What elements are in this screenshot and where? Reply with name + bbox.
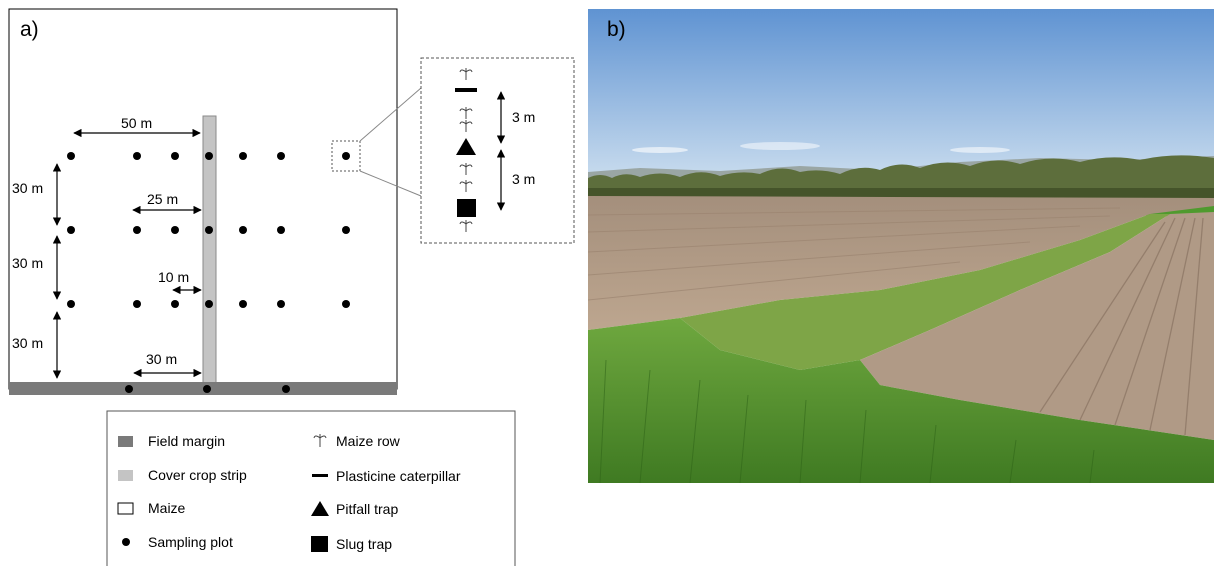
legend-swatch-sampling-plot bbox=[122, 538, 130, 546]
sampling-plot bbox=[239, 152, 247, 160]
legend-label-sampling-plot: Sampling plot bbox=[148, 534, 233, 550]
zoom-connector-top bbox=[359, 87, 422, 142]
sampling-plot bbox=[239, 300, 247, 308]
legend-label-cover-crop: Cover crop strip bbox=[148, 467, 247, 483]
legend-label-pitfall-trap: Pitfall trap bbox=[336, 501, 398, 517]
sampling-plot bbox=[171, 152, 179, 160]
legend-slug-trap-icon bbox=[311, 536, 328, 552]
legend-label-field-margin: Field margin bbox=[148, 433, 225, 449]
legend-maize-row-icon bbox=[313, 434, 327, 447]
maize-plant-icon bbox=[459, 180, 473, 192]
sampling-plot bbox=[133, 300, 141, 308]
maize-plant-icon bbox=[459, 220, 473, 232]
plasticine-caterpillar-icon bbox=[455, 88, 477, 92]
legend-plasticine-caterpillar-icon bbox=[312, 474, 328, 477]
label-25m: 25 m bbox=[147, 191, 178, 207]
maize-plant-icon bbox=[459, 107, 473, 119]
dimension-labels: 50 m 30 m 25 m 30 m 10 m 30 m 30 m bbox=[12, 115, 189, 367]
sampling-plot bbox=[205, 152, 213, 160]
legend-label-plasticine-caterpillar: Plasticine caterpillar bbox=[336, 468, 461, 484]
sampling-plot bbox=[205, 300, 213, 308]
label-30m-bottom: 30 m bbox=[12, 335, 43, 351]
plowed-soil-right bbox=[860, 212, 1214, 440]
legend-label-slug-trap: Slug trap bbox=[336, 536, 392, 552]
tree-line-shadow bbox=[588, 188, 1214, 198]
sampling-plots bbox=[67, 152, 350, 393]
sampling-plot bbox=[67, 152, 75, 160]
zoom-connector-bottom bbox=[359, 170, 422, 197]
label-30m-horizontal: 30 m bbox=[146, 351, 177, 367]
slug-trap-icon bbox=[457, 199, 476, 217]
maize-plant-icon bbox=[459, 163, 473, 175]
sampling-plot bbox=[67, 300, 75, 308]
inset-detail: 3 m 3 m bbox=[420, 57, 575, 244]
panel-b-photo: b) bbox=[588, 9, 1214, 483]
plowed-soil-left bbox=[588, 196, 1214, 330]
sampling-plot bbox=[171, 300, 179, 308]
grass-texture bbox=[599, 359, 1095, 483]
legend-swatch-field-margin bbox=[118, 436, 133, 447]
sampling-plot bbox=[342, 300, 350, 308]
legend-label-maize-row: Maize row bbox=[336, 433, 401, 449]
foreground-grass bbox=[588, 318, 1214, 483]
sampling-plot bbox=[277, 226, 285, 234]
sampling-plot bbox=[277, 152, 285, 160]
field-margin bbox=[9, 382, 397, 395]
label-30m-mid: 30 m bbox=[12, 255, 43, 271]
legend-swatch-cover-crop bbox=[118, 470, 133, 481]
furrows-right bbox=[1039, 217, 1204, 436]
maize-plant-icon bbox=[459, 120, 473, 132]
maize-row-symbols bbox=[459, 68, 473, 232]
sky bbox=[588, 9, 1214, 179]
cloud bbox=[740, 142, 820, 150]
label-3m-lower: 3 m bbox=[512, 171, 535, 187]
sampling-plot bbox=[133, 226, 141, 234]
sampling-plot bbox=[277, 300, 285, 308]
sampling-plot bbox=[67, 226, 75, 234]
panel-a-label: a) bbox=[20, 18, 39, 41]
sampling-plot bbox=[203, 385, 211, 393]
dimension-arrows bbox=[52, 128, 202, 379]
sampling-plot bbox=[133, 152, 141, 160]
maize-plant-icon bbox=[459, 68, 473, 80]
legend: Field margin Cover crop strip Maize Samp… bbox=[106, 410, 516, 566]
sampling-plot bbox=[205, 226, 213, 234]
inset-box bbox=[420, 57, 575, 244]
cloud bbox=[950, 147, 1010, 153]
pitfall-trap-icon bbox=[456, 138, 476, 155]
legend-pitfall-trap-icon bbox=[311, 501, 329, 516]
cloud bbox=[632, 147, 688, 153]
sampling-plot bbox=[342, 226, 350, 234]
label-10m: 10 m bbox=[158, 269, 189, 285]
sampling-plot bbox=[282, 385, 290, 393]
legend-swatch-maize bbox=[117, 502, 134, 515]
zoom-box bbox=[331, 140, 361, 172]
label-30m-top: 30 m bbox=[12, 180, 43, 196]
panel-a: a) bbox=[8, 8, 575, 566]
furrows-left bbox=[588, 207, 1121, 301]
sampling-plot bbox=[239, 226, 247, 234]
label-3m-upper: 3 m bbox=[512, 109, 535, 125]
panel-b-label: b) bbox=[607, 18, 626, 41]
sampling-plot bbox=[342, 152, 350, 160]
cover-crop-grass-strip bbox=[680, 214, 1170, 370]
sampling-plot bbox=[171, 226, 179, 234]
label-50m: 50 m bbox=[121, 115, 152, 131]
legend-label-maize: Maize bbox=[148, 500, 186, 516]
tree-line bbox=[588, 155, 1214, 198]
sampling-plot bbox=[125, 385, 133, 393]
